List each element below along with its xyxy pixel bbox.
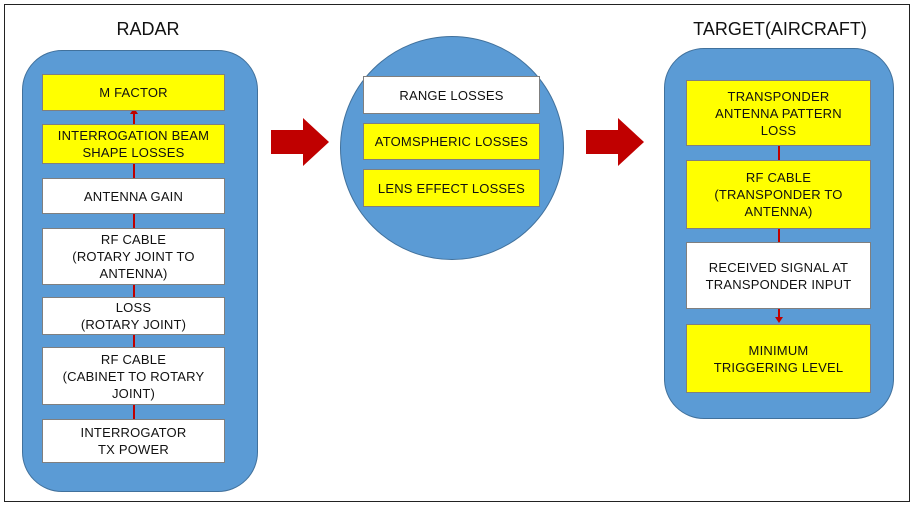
arrowhead — [130, 108, 138, 114]
target-heading: TARGET(AIRCRAFT) — [693, 19, 867, 39]
connector — [133, 164, 135, 178]
right-arrow-icon — [271, 118, 329, 166]
radar-block-beam-shape-losses: INTERROGATION BEAM SHAPE LOSSES — [42, 124, 225, 164]
radar-block-rf-cable-rotary-antenna: RF CABLE (ROTARY JOINT TO ANTENNA) — [42, 228, 225, 285]
target-block-received-signal: RECEIVED SIGNAL AT TRANSPONDER INPUT — [686, 242, 871, 309]
connector — [133, 214, 135, 228]
radar-block-interrogator-tx-power: INTERROGATOR TX POWER — [42, 419, 225, 463]
target-block-rf-cable-transponder: RF CABLE (TRANSPONDER TO ANTENNA) — [686, 160, 871, 229]
diagram-frame — [4, 4, 910, 502]
path-block-atmospheric-losses: ATOMSPHERIC LOSSES — [363, 123, 540, 160]
connector — [133, 405, 135, 419]
connector — [778, 309, 780, 319]
connector — [133, 335, 135, 347]
target-block-minimum-triggering-level: MINIMUM TRIGGERING LEVEL — [686, 324, 871, 393]
connector — [778, 229, 780, 242]
radar-block-antenna-gain: ANTENNA GAIN — [42, 178, 225, 214]
path-block-range-losses: RANGE LOSSES — [363, 76, 540, 114]
right-arrow-icon — [586, 118, 644, 166]
connector — [133, 285, 135, 297]
target-block-antenna-pattern-loss: TRANSPONDER ANTENNA PATTERN LOSS — [686, 80, 871, 146]
radar-block-rf-cable-cabinet-rotary: RF CABLE (CABINET TO ROTARY JOINT) — [42, 347, 225, 405]
arrowhead — [775, 317, 783, 323]
connector — [133, 110, 135, 124]
radar-block-rotary-joint-loss: LOSS (ROTARY JOINT) — [42, 297, 225, 335]
path-block-lens-effect-losses: LENS EFFECT LOSSES — [363, 169, 540, 207]
radar-heading: RADAR — [116, 19, 180, 39]
radar-block-m-factor: M FACTOR — [42, 74, 225, 111]
connector — [778, 146, 780, 160]
